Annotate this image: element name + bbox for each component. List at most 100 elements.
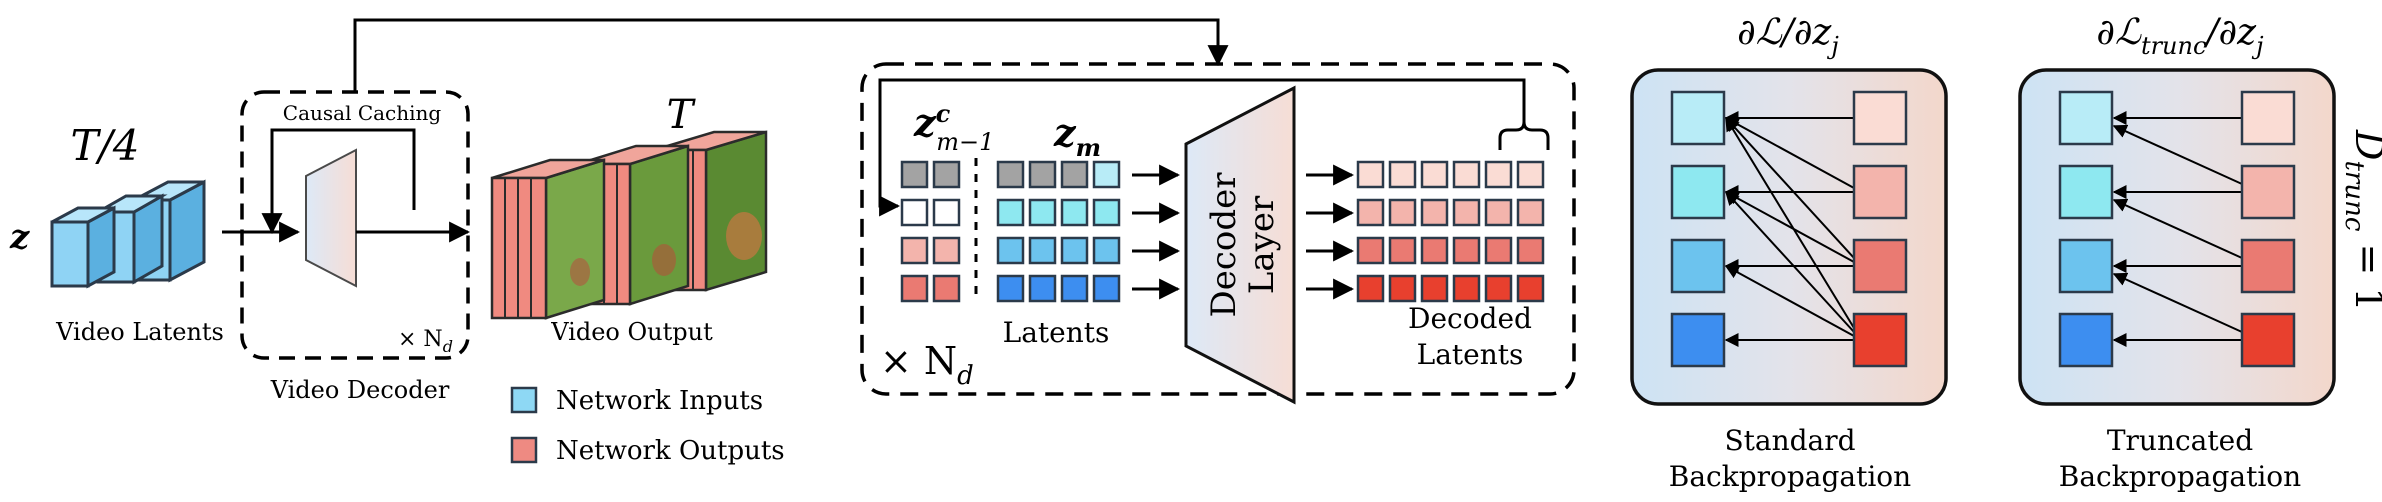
video-decoder-label: Video Decoder: [270, 376, 450, 404]
cache-update-arrow: [878, 78, 1526, 217]
decoded-cell: [1420, 198, 1449, 227]
cache-cell: [900, 274, 929, 303]
gradient-edge: [1724, 265, 1855, 337]
decoder-repeat-label: × Nd: [398, 327, 453, 356]
input-node: [2058, 312, 2114, 368]
decoded-cell: [1516, 160, 1545, 189]
z-symbol: z: [9, 217, 30, 257]
gradient-edge: [1725, 116, 1855, 329]
decoded-cell: [1516, 236, 1545, 265]
input-node: [1670, 164, 1726, 220]
latent-cube-stack: [50, 179, 206, 289]
decoded-cell: [1356, 236, 1385, 265]
decoded-latents-label-2: Latents: [1417, 338, 1524, 371]
output-node: [2240, 312, 2296, 368]
gradient-edge: [1725, 116, 1855, 259]
decoded-cell: [1516, 274, 1545, 303]
decoded-cell: [1484, 160, 1513, 189]
legend-swatch-inputs: [510, 386, 538, 414]
gradient-edge: [1724, 191, 1855, 263]
gradient-edge: [1724, 117, 1855, 189]
decoded-cell: [1452, 198, 1481, 227]
cache-cell: [932, 236, 961, 265]
truncated-caption-2: Backpropagation: [2059, 460, 2301, 493]
legend: Network Inputs Network Outputs: [510, 386, 785, 466]
dtrunc-label: Dtrunc = 1: [2339, 129, 2382, 312]
truncated-nodes: [2058, 90, 2296, 368]
decoded-latents-label-1: Decoded: [1408, 302, 1532, 335]
decoded-cell: [1516, 198, 1545, 227]
decoder-layer-text-1: Decoder: [1204, 172, 1244, 318]
latent-cell: [996, 198, 1025, 227]
frame-block-1: [490, 158, 606, 320]
latent-cell: [1092, 236, 1121, 265]
latent-cell: [1028, 274, 1057, 303]
input-node: [1670, 238, 1726, 294]
input-node: [1670, 312, 1726, 368]
decoded-cell: [1452, 160, 1481, 189]
output-node: [2240, 164, 2296, 220]
input-node: [2058, 90, 2114, 146]
decoded-cell: [1420, 274, 1449, 303]
input-node: [1670, 90, 1726, 146]
row-arrows: [1132, 164, 1355, 300]
latent-grid: [996, 160, 1121, 303]
decoded-cell: [1420, 236, 1449, 265]
standard-gradient-edges: [1724, 111, 1855, 347]
video-latents-group: z T/4 Video Latents: [9, 121, 301, 346]
truncated-caption-1: Truncated: [2107, 424, 2253, 457]
cache-grid: [900, 160, 961, 303]
decoded-cell: [1484, 236, 1513, 265]
decoded-cell: [1452, 236, 1481, 265]
cache-cell: [900, 198, 929, 227]
cache-cell: [932, 274, 961, 303]
input-node: [2058, 238, 2114, 294]
decoded-cell: [1388, 236, 1417, 265]
causal-caching-label: Causal Caching: [283, 101, 442, 125]
standard-caption-2: Backpropagation: [1669, 460, 1911, 493]
latents-label: Latents: [1003, 316, 1110, 349]
decoded-cell: [1388, 274, 1417, 303]
output-node: [1852, 312, 1908, 368]
gradient-edge: [1725, 190, 1855, 333]
decoder-layer-trapezoid: [1184, 85, 1296, 405]
decoder-trapezoid: [305, 148, 357, 288]
latent-cell: [1092, 198, 1121, 227]
latent-cell: [996, 160, 1025, 189]
latent-cell: [1060, 198, 1089, 227]
decoded-cell: [1388, 160, 1417, 189]
video-decoder-group: Causal Caching × Nd Video Decoder: [240, 90, 471, 404]
decoded-cell: [1484, 198, 1513, 227]
latent-cell: [1092, 274, 1121, 303]
standard-gradient-title: ∂ℒ/∂zj: [1737, 12, 1839, 60]
cache-cell: [932, 160, 961, 189]
decoded-cell: [1356, 160, 1385, 189]
layer-repeat-label: × Nd: [880, 339, 974, 391]
output-node: [2240, 238, 2296, 294]
decoded-cell: [1420, 160, 1449, 189]
input-node: [2058, 164, 2114, 220]
causal-caching-arrow: [261, 128, 416, 235]
cache-update-bracket: [1498, 121, 1550, 150]
video-output-group: T Vi: [490, 92, 768, 346]
decoded-cell: [1388, 198, 1417, 227]
decoded-grid: [1356, 160, 1545, 303]
decoded-cell: [1356, 274, 1385, 303]
layer-detail-dashed-box: [860, 62, 1576, 396]
gradient-edge: [2112, 198, 2243, 259]
latent-cell: [1028, 236, 1057, 265]
latent-cell: [1092, 160, 1121, 189]
latent-cell: [996, 236, 1025, 265]
latent-time-label: T/4: [71, 121, 140, 170]
latent-cell: [1060, 274, 1089, 303]
standard-nodes: [1670, 90, 1908, 368]
decoder-layer-text-2: Layer: [1242, 195, 1282, 294]
decoded-cell: [1356, 198, 1385, 227]
decoded-cell: [1452, 274, 1481, 303]
latent-cell: [1028, 198, 1057, 227]
cache-cell: [932, 198, 961, 227]
truncated-backprop-group: ∂ℒtrunc/∂zj Truncated Backpropagation Dt…: [2018, 12, 2382, 493]
